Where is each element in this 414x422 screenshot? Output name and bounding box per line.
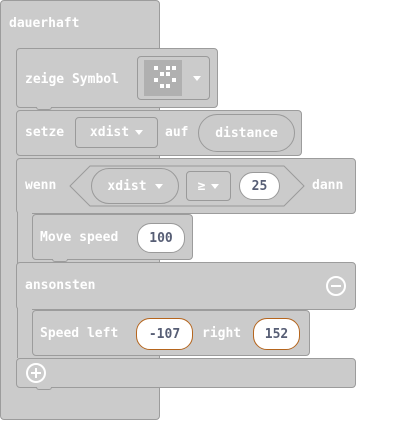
- if-label: wenn: [25, 178, 57, 193]
- then-label: dann: [312, 178, 344, 193]
- variable-name: xdist: [89, 125, 130, 140]
- if-else-footer: [16, 358, 356, 388]
- chevron-down-icon: [154, 183, 163, 189]
- left-variable-reporter[interactable]: xdist: [91, 168, 179, 204]
- distance-reporter[interactable]: distance: [198, 114, 295, 152]
- left-variable-name: xdist: [107, 178, 147, 194]
- chevron-down-icon: [193, 75, 201, 81]
- speed-left-label: Speed left: [40, 326, 119, 341]
- to-label: auf: [165, 125, 189, 140]
- block-notch: [52, 259, 68, 262]
- variable-dropdown[interactable]: xdist: [75, 117, 158, 148]
- speed-left-input[interactable]: -107: [136, 318, 193, 350]
- minus-circle-icon[interactable]: [326, 276, 346, 296]
- block-notch: [36, 107, 52, 110]
- chevron-down-icon: [211, 183, 220, 189]
- else-left-arm: [17, 308, 32, 358]
- icon-preview-icon: [144, 60, 182, 96]
- block-notch: [36, 387, 52, 390]
- right-value-input[interactable]: 25: [239, 172, 280, 200]
- move-speed-input[interactable]: 100: [137, 223, 185, 253]
- operator-value: ≥: [197, 178, 206, 194]
- else-label: ansonsten: [25, 278, 96, 293]
- move-speed-label: Move speed: [40, 230, 119, 245]
- forever-label: dauerhaft: [9, 16, 80, 31]
- if-left-arm: [17, 212, 32, 264]
- icon-dropdown[interactable]: [137, 56, 210, 100]
- right-label: right: [202, 326, 242, 341]
- operator-dropdown[interactable]: ≥: [186, 171, 231, 201]
- else-row: [16, 262, 356, 310]
- chevron-down-icon: [135, 130, 144, 135]
- speed-right-input[interactable]: 152: [253, 318, 300, 350]
- plus-circle-icon[interactable]: [26, 363, 46, 383]
- set-label: setze: [25, 125, 65, 140]
- show-icon-label: zeige Symbol: [25, 72, 119, 87]
